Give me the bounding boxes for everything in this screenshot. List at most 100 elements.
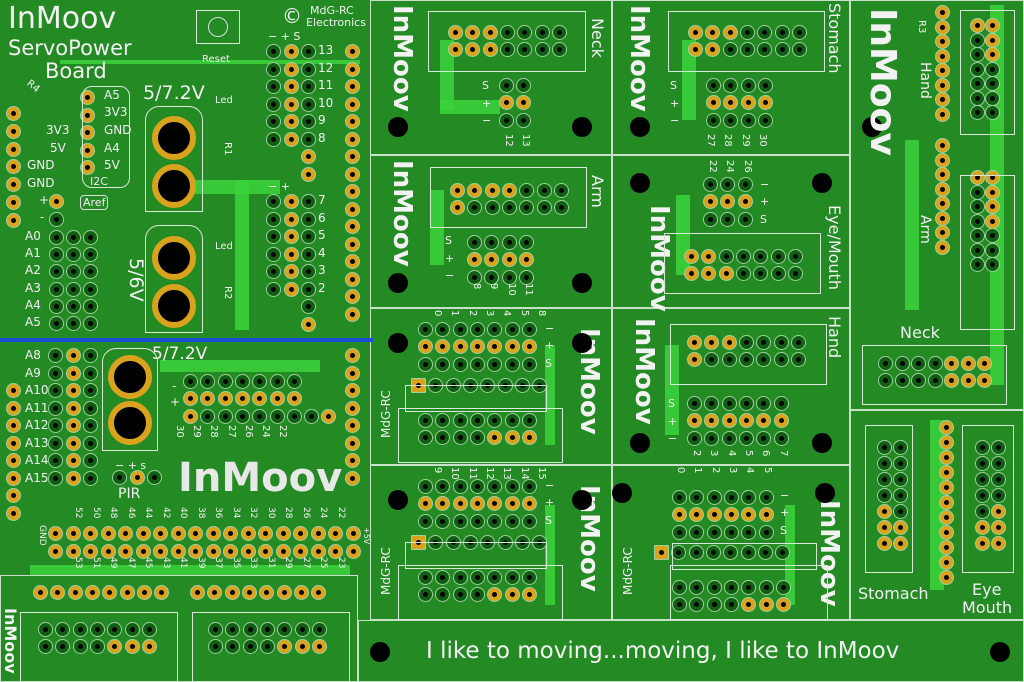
maker-label: MdG-RC	[621, 547, 635, 595]
pin-pad	[487, 356, 503, 372]
pin-pad	[706, 490, 722, 505]
pin-pad	[89, 622, 105, 637]
pin-pad	[418, 513, 433, 529]
pin-pad	[293, 585, 309, 600]
pin-pad	[118, 526, 133, 541]
pin-number: 24	[724, 160, 736, 173]
pin-pad	[301, 79, 316, 94]
pin-pad	[266, 211, 281, 227]
pin-pad	[935, 152, 950, 168]
pin-number: 13	[501, 467, 513, 480]
pin-pad	[893, 456, 908, 471]
trace	[160, 360, 320, 372]
pin-pad	[225, 622, 241, 637]
pin-pad	[112, 470, 127, 485]
pin-pad	[283, 44, 299, 59]
pin-pad	[939, 540, 954, 555]
pin-number: 12	[483, 467, 495, 480]
i2c-label: A4	[104, 141, 120, 155]
sign-label: −	[545, 322, 555, 335]
pin-pad	[944, 372, 959, 388]
arm-tile	[370, 155, 612, 308]
logo: InMoov	[8, 1, 117, 36]
pin-pad	[83, 316, 99, 331]
pin-number: 5	[742, 450, 754, 457]
pin-pad	[107, 639, 123, 655]
pin-pad	[6, 453, 21, 468]
pin-pad	[705, 545, 721, 560]
pin-pad	[200, 408, 216, 424]
pin-pad	[738, 430, 754, 446]
inmoov-logo: InMoov	[178, 455, 343, 501]
pin-pad	[469, 356, 485, 372]
connector-outline	[430, 167, 587, 228]
pin-number: 5	[518, 310, 530, 317]
pin-pad	[704, 430, 720, 446]
pin-label: 7	[318, 193, 326, 207]
pin-label: 52	[73, 507, 83, 519]
pin-pad	[689, 490, 705, 505]
pin-pad	[775, 597, 791, 613]
pin-pad	[83, 526, 98, 541]
terminal-hole	[152, 284, 196, 328]
pin-pad	[787, 266, 803, 282]
connector-outline	[428, 11, 586, 72]
pin-number: 30	[756, 134, 768, 147]
pin-pad	[706, 580, 722, 595]
pin-pad	[551, 42, 567, 58]
pin-label: 30	[265, 507, 276, 519]
pin-pad	[345, 149, 360, 164]
pin-pad	[435, 322, 451, 337]
pin-label: A14	[25, 453, 49, 467]
pin-pad	[975, 536, 990, 551]
pin-pad	[720, 194, 736, 210]
trace	[545, 345, 555, 445]
pin-pad	[49, 264, 64, 280]
pin-pad	[205, 543, 221, 559]
header-signs: − +	[268, 180, 290, 193]
pin-pad	[704, 352, 720, 368]
pin-pad	[266, 229, 281, 244]
pin-pad	[65, 418, 81, 433]
pin-pad	[136, 585, 152, 600]
pin-pad	[487, 479, 503, 494]
pin-pad	[345, 418, 360, 433]
pin-number: 10	[505, 283, 517, 296]
board-title-2: Board	[45, 59, 107, 83]
pin-pad	[467, 200, 483, 216]
pin-label: 23	[335, 557, 346, 569]
pin-pad	[773, 413, 789, 429]
pin-number: 4	[501, 310, 513, 317]
pin-pad	[723, 95, 739, 111]
pin-pad	[740, 545, 756, 560]
pin-pad	[418, 496, 433, 512]
pin-pad	[283, 229, 299, 244]
pin-pad	[321, 408, 337, 424]
pin-label: 4	[318, 245, 326, 260]
pin-pad	[516, 78, 532, 93]
pin-pad	[147, 470, 162, 485]
led-label: Led	[215, 95, 233, 106]
pin-pad	[688, 545, 704, 560]
pin-number: 9	[488, 283, 500, 290]
pin-pad	[283, 194, 299, 209]
resistor-label: R4	[24, 78, 42, 96]
terminal-hole	[108, 355, 152, 399]
pin-pad	[6, 400, 21, 416]
pin-pad	[293, 543, 308, 559]
mount-hole	[388, 273, 408, 293]
pin-pad	[345, 289, 360, 304]
pin-pad	[738, 352, 754, 368]
pin-pad	[741, 507, 757, 523]
pin-pad	[758, 524, 774, 540]
pin-pad	[154, 585, 170, 600]
pin-pad	[345, 236, 360, 252]
pin-pad	[927, 372, 943, 388]
pin-pad	[877, 440, 892, 455]
pin-label: A4	[25, 297, 41, 312]
pin-label: 3	[318, 263, 326, 277]
pin-pad	[721, 335, 737, 350]
pin-pad	[293, 526, 308, 541]
pin-pad	[501, 269, 517, 285]
pin-pad	[55, 639, 71, 655]
